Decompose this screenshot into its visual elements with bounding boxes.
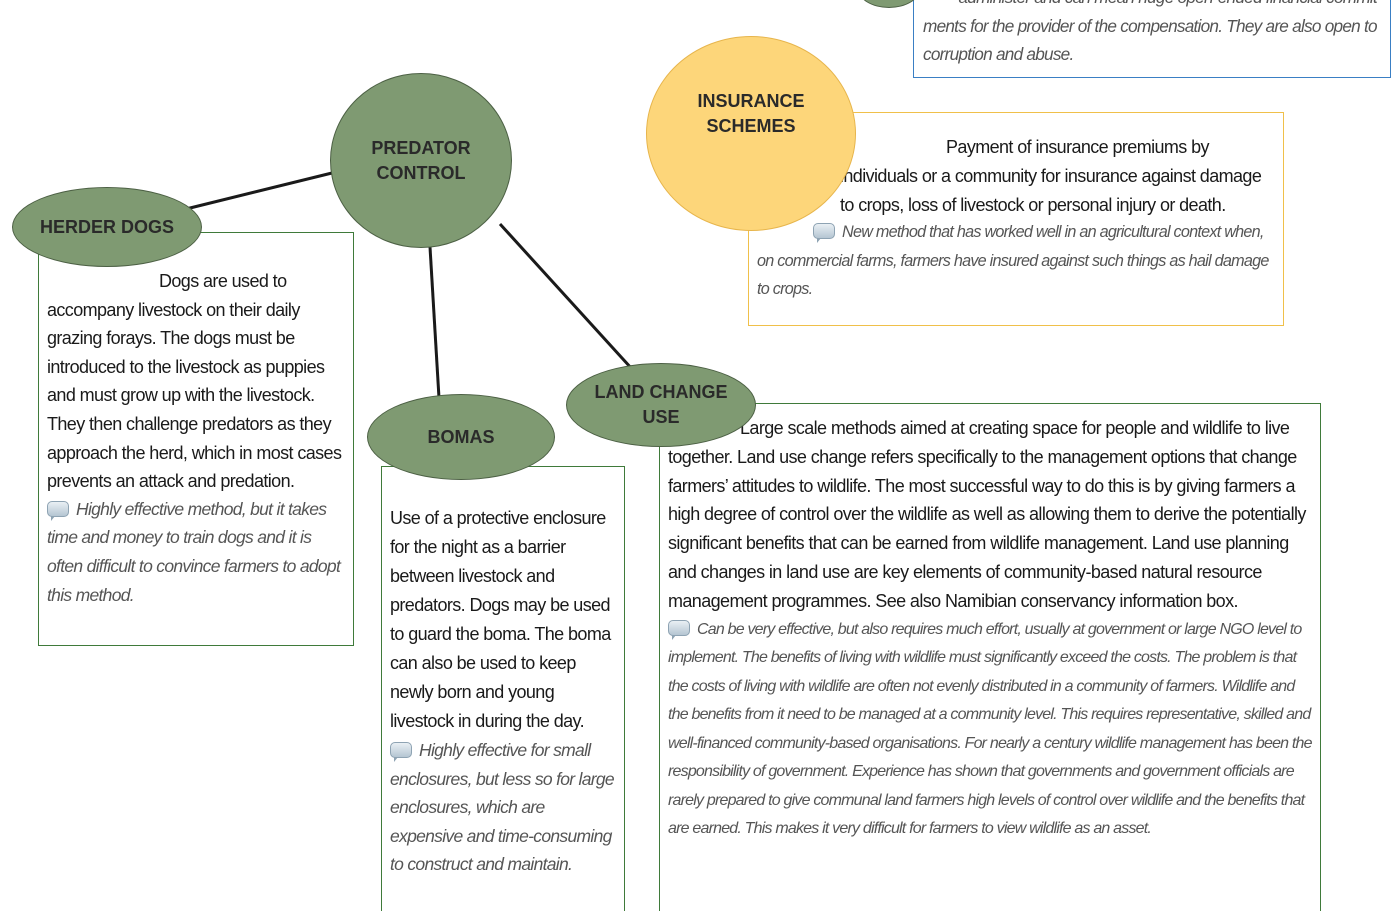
bomas-description: Use of a protective enclosure for the ni… (390, 504, 616, 736)
land-use-box: Large scale methods aimed at creating sp… (659, 403, 1321, 911)
land-change-use-node: LAND CHANGE USE (566, 363, 756, 447)
herder-dogs-description-text: Dogs are used to accompany livestock on … (47, 271, 342, 492)
land-use-evaluation-text: Can be very effective, but also requires… (668, 620, 1313, 838)
link-predator-herder (185, 170, 337, 211)
insurance-evaluation: New method that has worked well in an ag… (757, 218, 1273, 304)
insurance-description-text: Payment of insurance premiums by individ… (840, 137, 1262, 215)
speech-bubble-icon (668, 619, 690, 640)
land-use-description-text: Large scale methods aimed at creating sp… (668, 418, 1306, 611)
bomas-evaluation-text: Highly effective for small enclosures, b… (390, 740, 615, 875)
compensation-evaluation-text: ments for the provider of the compensati… (923, 15, 1378, 65)
insurance-description: Payment of insurance premiums by individ… (757, 133, 1273, 220)
link-predator-landuse (498, 222, 634, 371)
link-predator-bomas (428, 246, 441, 399)
herder-dogs-description: Dogs are used to accompany livestock on … (47, 267, 345, 496)
bomas-description-text: Use of a protective enclosure for the ni… (390, 508, 611, 731)
insurance-evaluation-text: New method that has worked well in an ag… (757, 223, 1269, 298)
speech-bubble-icon (390, 742, 412, 762)
herder-dogs-evaluation: Highly effective method, but it takes ti… (47, 495, 345, 609)
herder-dogs-node: HERDER DOGS (12, 187, 202, 267)
bomas-evaluation: Highly effective for small enclosures, b… (390, 736, 616, 879)
bomas-label: BOMAS (427, 426, 495, 447)
insurance-schemes-node: INSURANCE SCHEMES (646, 36, 856, 231)
land-change-use-label: LAND CHANGE USE (594, 382, 728, 427)
predator-control-label: PREDATOR CONTROL (371, 137, 471, 183)
land-use-description: Large scale methods aimed at creating sp… (668, 414, 1312, 616)
herder-dogs-evaluation-text: Highly effective method, but it takes ti… (47, 498, 341, 605)
insurance-schemes-label: INSURANCE SCHEMES (697, 91, 805, 136)
speech-bubble-icon (47, 500, 69, 521)
bomas-node: BOMAS (367, 394, 555, 480)
speech-bubble-icon (813, 223, 835, 243)
herder-dogs-label: HERDER DOGS (39, 216, 174, 237)
herder-dogs-box: Dogs are used to accompany livestock on … (38, 232, 354, 646)
predator-control-node: PREDATOR CONTROL (330, 73, 512, 248)
land-use-evaluation: Can be very effective, but also requires… (668, 616, 1313, 844)
bomas-box: Use of a protective enclosure for the ni… (381, 466, 625, 911)
